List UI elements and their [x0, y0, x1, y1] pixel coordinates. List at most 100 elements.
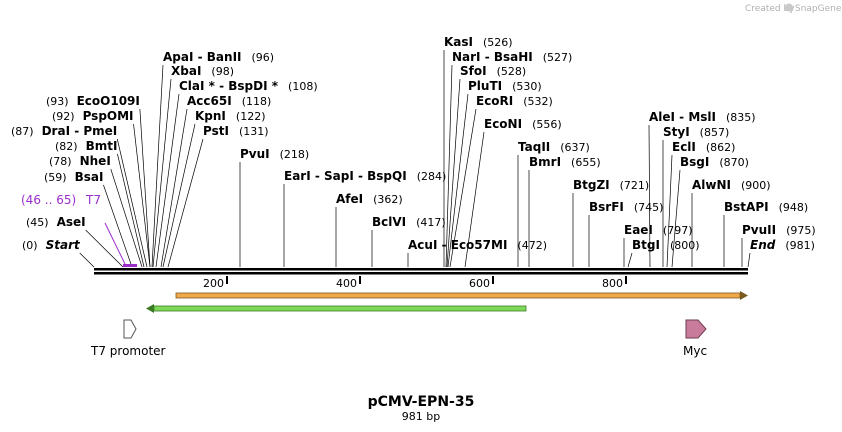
- site-position: (637): [560, 141, 590, 154]
- feature-t7-promoter[interactable]: T7 promoter: [90, 319, 166, 358]
- site-line-psti: [167, 138, 204, 268]
- site-position: (800): [670, 239, 700, 252]
- site-line-bsai: [103, 184, 133, 268]
- site-kasi[interactable]: KasI(526): [444, 35, 513, 49]
- site-end[interactable]: End (981): [750, 238, 815, 252]
- site-name: AcuI - Eco57MI: [408, 238, 507, 252]
- site-afei[interactable]: AfeI(362): [336, 192, 403, 206]
- site-position: (122): [236, 110, 266, 123]
- site-position: (218): [280, 148, 310, 161]
- site-sfoi[interactable]: SfoI(528): [460, 64, 526, 78]
- site-position: (556): [532, 118, 562, 131]
- site-bsgi[interactable]: BsgI(870): [680, 155, 749, 169]
- site-alei-msli[interactable]: AleI - MslI (835): [649, 110, 756, 124]
- site-econi[interactable]: EcoNI (556): [484, 117, 562, 131]
- site-position: (981): [785, 239, 815, 252]
- site-nhei[interactable]: NheI(78): [49, 154, 111, 168]
- site-position: (59): [44, 171, 67, 184]
- site-position: (0): [22, 239, 38, 252]
- site-name: StyI: [663, 125, 690, 139]
- site-clai-bspdi[interactable]: ClaI * - BspDI *(108): [179, 79, 318, 93]
- site-bclvi[interactable]: BclVI(417): [372, 215, 446, 229]
- green-feature-arrow[interactable]: [146, 304, 527, 313]
- site-btgi[interactable]: BtgI (800): [632, 238, 700, 252]
- tick-label-800: 800: [602, 277, 623, 290]
- site-asei[interactable]: AseI(45): [26, 215, 86, 229]
- primer-t7[interactable]: (46 .. 65) T7: [21, 193, 137, 267]
- site-name: AseI: [57, 215, 86, 229]
- site-position: (78): [49, 155, 72, 168]
- site-line-sfoi: [446, 78, 461, 268]
- site-line-nhei: [110, 168, 143, 268]
- tick-label-400: 400: [336, 277, 357, 290]
- site-bstapi[interactable]: BstAPI(948): [724, 200, 808, 214]
- site-ecli[interactable]: EclI(862): [672, 140, 735, 154]
- site-name: AleI - MslI: [649, 110, 716, 124]
- site-bsrfi[interactable]: BsrFI(745): [589, 200, 663, 214]
- site-pspomi[interactable]: PspOMI(92): [52, 109, 134, 123]
- green-feature-body: [153, 305, 527, 312]
- site-eari-sapi-bspqi[interactable]: EarI - SapI - BspQI (284): [284, 169, 446, 183]
- site-name: End: [750, 238, 776, 252]
- site-name: EcoNI: [484, 117, 522, 131]
- site-start[interactable]: Start(0): [22, 238, 81, 252]
- plasmid-length: 981 bp: [402, 410, 440, 423]
- site-line-drai-pmei: [116, 138, 148, 268]
- site-line-start: [79, 252, 95, 268]
- site-position: (948): [779, 201, 809, 214]
- site-btgzi[interactable]: BtgZI (721): [573, 178, 649, 192]
- site-position: (93): [46, 95, 69, 108]
- site-pvui[interactable]: PvuI(218): [240, 147, 309, 161]
- site-name: AlwNI: [692, 178, 731, 192]
- site-line-nari-bsahi: [445, 64, 453, 268]
- site-name: BsrFI: [589, 200, 624, 214]
- site-acui-eco57mi[interactable]: AcuI - Eco57MI(472): [408, 238, 547, 252]
- site-acc65i[interactable]: Acc65I(118): [187, 94, 271, 108]
- green-feature-arrowhead: [146, 304, 154, 313]
- site-apai-banii[interactable]: ApaI - BanII (96): [163, 50, 274, 64]
- site-name: EcoO109I: [77, 94, 140, 108]
- site-name: BtgZI: [573, 178, 610, 192]
- site-line-pluti: [447, 93, 469, 268]
- site-name: PspOMI: [83, 109, 134, 123]
- backbone-strand-top: [94, 268, 748, 271]
- site-name: EarI - SapI - BspQI: [284, 169, 407, 183]
- site-position: (96): [252, 51, 275, 64]
- site-name: AfeI: [336, 192, 363, 206]
- site-position: (721): [620, 179, 650, 192]
- site-position: (900): [741, 179, 771, 192]
- ruler: 200 400 600 800: [203, 276, 627, 290]
- site-name: Acc65I: [187, 94, 232, 108]
- site-pvuii[interactable]: PvuII(975): [742, 223, 816, 237]
- orange-feature-arrow[interactable]: [175, 291, 748, 300]
- site-bsai[interactable]: BsaI(59): [44, 170, 103, 184]
- site-pluti[interactable]: PluTI(530): [468, 79, 542, 93]
- site-alwni[interactable]: AlwNI (900): [692, 178, 771, 192]
- site-ecori[interactable]: EcoRI(532): [476, 94, 553, 108]
- site-kpni[interactable]: KpnI(122): [195, 109, 266, 123]
- myc-label: Myc: [683, 344, 707, 358]
- site-eaei[interactable]: EaeI(797): [624, 223, 693, 237]
- site-name: BtgI: [632, 238, 660, 252]
- site-bmti[interactable]: BmtI(82): [55, 139, 117, 153]
- site-psti[interactable]: PstI(131): [203, 124, 269, 138]
- site-line-asei: [85, 229, 124, 268]
- site-drai-pmei[interactable]: DraI - PmeI(87): [11, 124, 117, 138]
- site-bmri[interactable]: BmrI(655): [529, 155, 601, 169]
- site-taqii[interactable]: TaqII(637): [518, 140, 590, 154]
- feature-myc[interactable]: Myc: [683, 319, 707, 358]
- site-nari-bsahi[interactable]: NarI - BsaHI(527): [452, 50, 572, 64]
- site-connector-lines: [79, 50, 751, 268]
- site-ecoo109i[interactable]: EcoO109I (93): [46, 94, 140, 108]
- site-name: SfoI: [460, 64, 487, 78]
- site-styi[interactable]: StyI(857): [663, 125, 729, 139]
- site-name: BsgI: [680, 155, 709, 169]
- site-line-ecli: [666, 154, 673, 268]
- site-name: ApaI - BanII: [163, 50, 242, 64]
- site-position: (284): [417, 170, 447, 183]
- site-name: EclI: [672, 140, 696, 154]
- site-xbai[interactable]: XbaI(98): [171, 64, 234, 78]
- site-position: (98): [211, 65, 234, 78]
- site-position: (835): [726, 111, 756, 124]
